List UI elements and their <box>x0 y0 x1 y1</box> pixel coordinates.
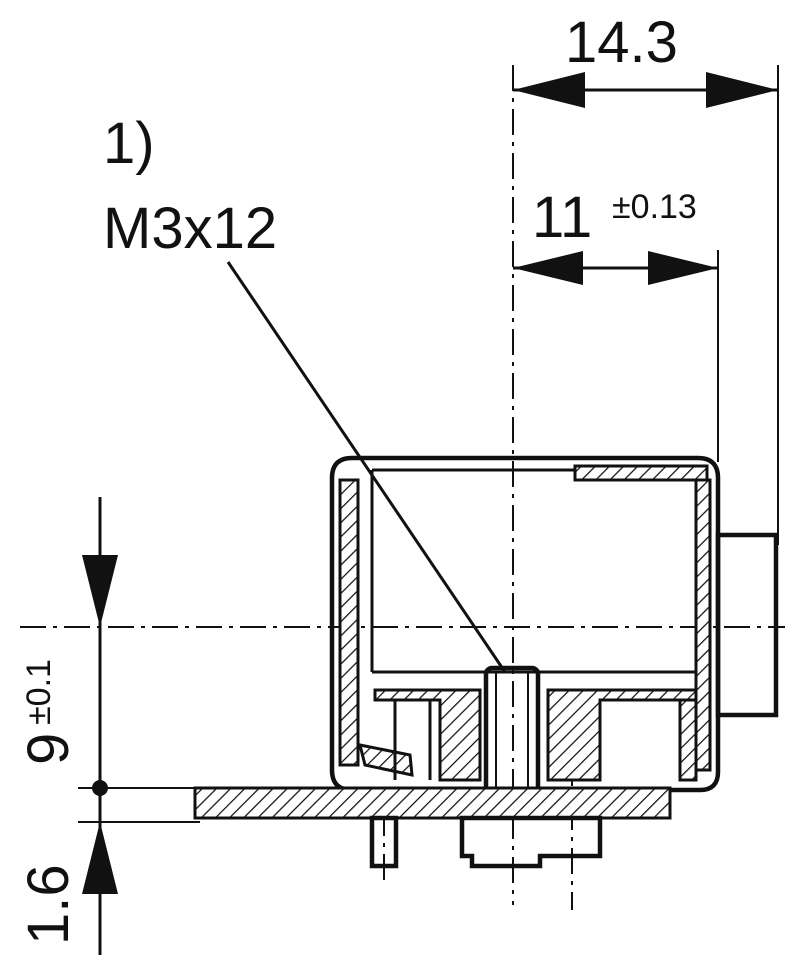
dimension-pin-offset: 11 ±0.13 <box>513 185 718 285</box>
dimension-overall-width-value: 14.3 <box>565 10 678 75</box>
note-screw-spec: M3x12 <box>103 196 277 261</box>
dimension-height-value: 9 <box>16 733 81 765</box>
board-arrow-up <box>82 822 118 894</box>
dimension-pin-offset-value: 11 <box>532 185 592 250</box>
connector-pin <box>369 815 399 869</box>
height-arrow-down <box>82 555 118 627</box>
nut <box>459 815 603 869</box>
note-number: 1) <box>103 111 155 176</box>
side-flange <box>715 532 779 718</box>
dimension-pin-offset-tolerance: ±0.13 <box>612 188 697 226</box>
dimension-overall-width: 14.3 <box>513 10 778 108</box>
dimension-height: 9 ±0.1 <box>16 659 81 765</box>
note-leader-line <box>226 261 507 673</box>
dimension-board: 1.6 <box>16 864 81 945</box>
connector-housing <box>329 455 721 793</box>
dimension-board-value: 1.6 <box>16 864 81 945</box>
pcb-board <box>193 786 672 820</box>
dimension-height-tolerance: ±0.1 <box>20 659 58 725</box>
